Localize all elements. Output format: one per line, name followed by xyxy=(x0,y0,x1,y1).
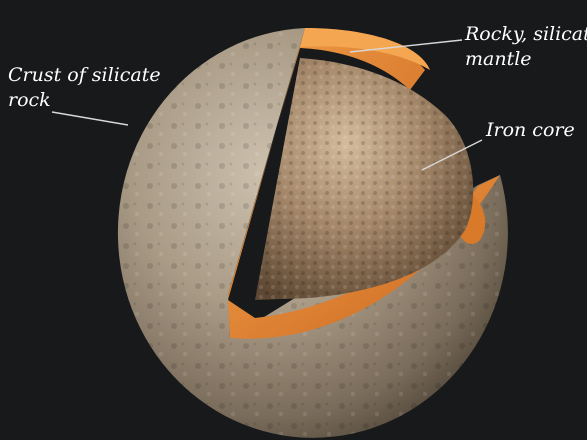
crust-label-line1: Crust of silicate xyxy=(8,63,161,88)
crust-label: Crust of silicate rock xyxy=(8,63,161,113)
crust-label-line2: rock xyxy=(8,88,161,113)
core-label-text: Iron core xyxy=(486,118,575,143)
mantle-label: Rocky, silicate mantle xyxy=(465,22,587,72)
mantle-label-line1: Rocky, silicate xyxy=(465,22,587,47)
core-label: Iron core xyxy=(486,118,575,143)
crust-leader-line xyxy=(52,112,128,125)
mantle-label-line2: mantle xyxy=(465,47,587,72)
